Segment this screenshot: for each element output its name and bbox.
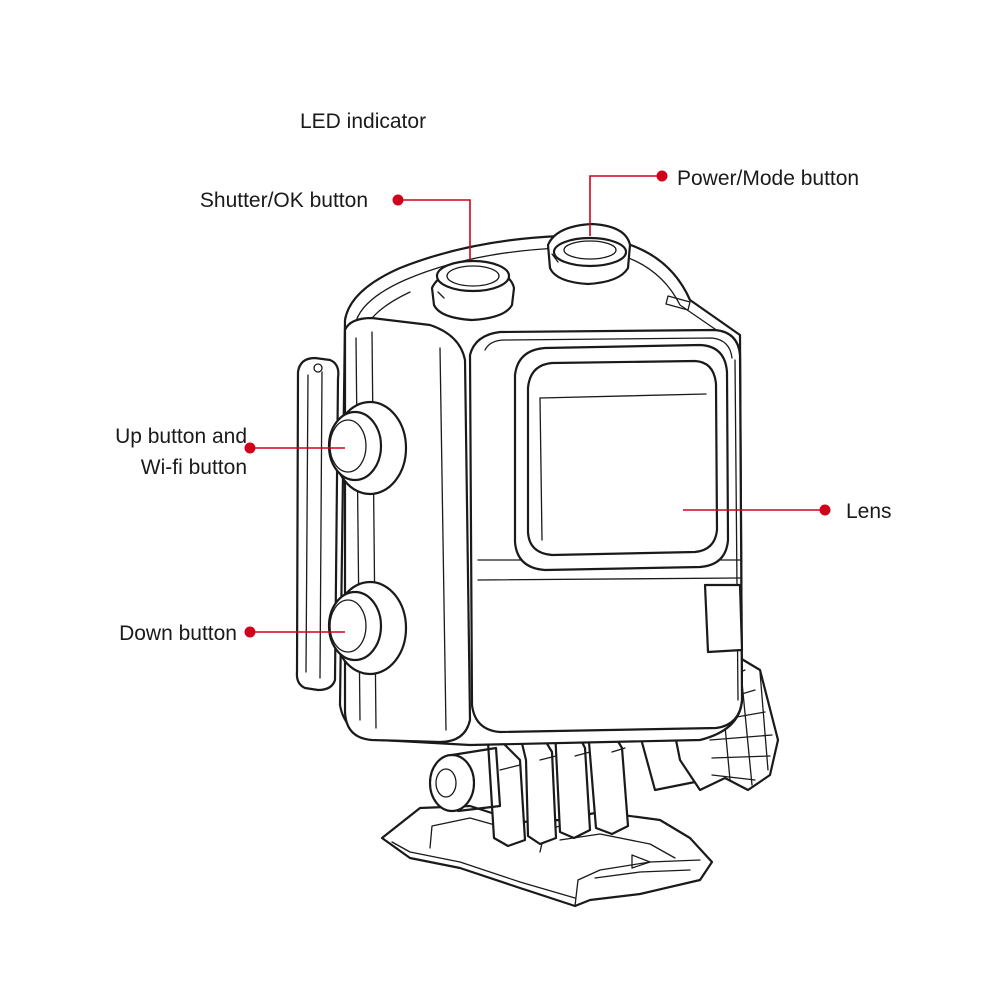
- callout-dot-up: [244, 442, 256, 454]
- down-button[interactable]: [327, 580, 408, 676]
- side-hinge: [295, 356, 340, 692]
- housing-top-detail: [665, 295, 691, 311]
- power-mode-button[interactable]: [546, 222, 632, 286]
- callouts: [244, 170, 831, 638]
- label-shutter-ok: Shutter/OK button: [200, 189, 368, 212]
- shutter-ok-button[interactable]: [430, 259, 516, 322]
- lens: [513, 343, 730, 572]
- label-power-mode: Power/Mode button: [677, 167, 859, 190]
- callout-line-power: [589, 175, 662, 236]
- callout-dot-lens: [819, 504, 831, 516]
- label-led-indicator: LED indicator: [300, 110, 426, 133]
- label-up-wifi-line2: Wi-fi button: [141, 456, 247, 479]
- label-down: Down button: [119, 622, 237, 645]
- callout-dot-down: [244, 626, 256, 638]
- callout-dot-shutter: [392, 194, 404, 206]
- label-up-wifi-line1: Up button and: [115, 425, 247, 448]
- label-lens: Lens: [846, 500, 892, 523]
- callout-dot-power: [656, 170, 668, 182]
- callout-line-shutter: [398, 199, 471, 260]
- up-wifi-button[interactable]: [327, 400, 408, 496]
